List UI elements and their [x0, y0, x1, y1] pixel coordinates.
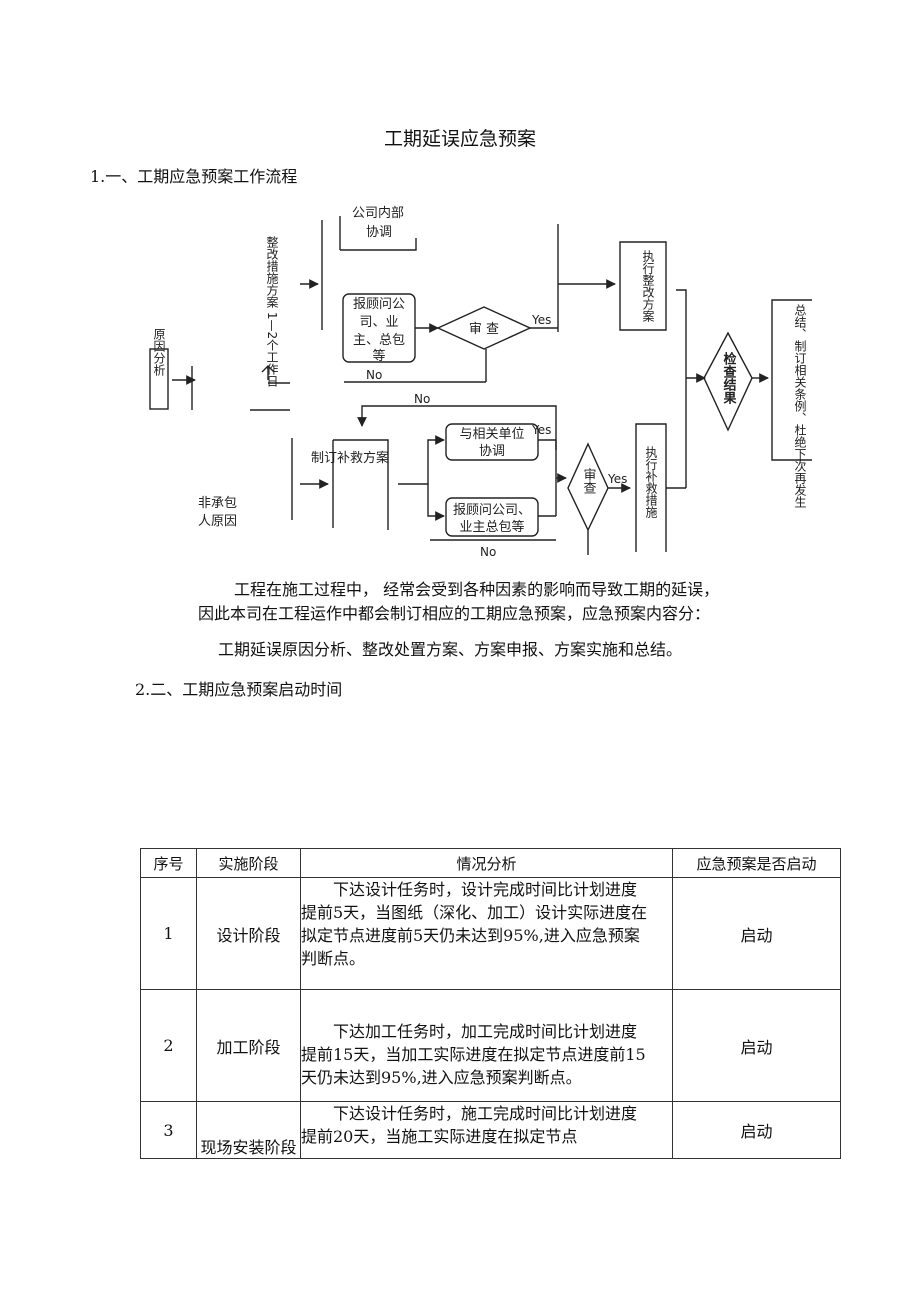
- analysis-line: 下达加工任务时，加工完成时间比计划进度: [333, 1022, 638, 1041]
- analysis-line: 下达设计任务时，施工完成时间比计划进度: [333, 1104, 638, 1123]
- row-stage: 现场安装阶段: [196, 1101, 301, 1159]
- analysis-line: 提前5天，当图纸（深化、加工）设计实际进度在: [301, 903, 648, 922]
- arrow-to-coord-units: [398, 435, 445, 485]
- header-stage: 实施阶段: [196, 848, 301, 878]
- row-stage: 加工阶段: [196, 989, 301, 1102]
- coord-units-box: [445, 423, 539, 461]
- review-bottom-label: 审查: [581, 468, 597, 494]
- table-row: 2 加工阶段 下达加工任务时，加工完成时间比计划进度 提前15天，当加工实际进度…: [140, 989, 841, 1102]
- row-analysis: 下达设计任务时，施工完成时间比计划进度 提前20天，当施工实际进度在拟定节点: [300, 1101, 673, 1159]
- row-num: 1: [140, 877, 197, 990]
- flowchart: 原因分析 整改措施方案 1—2个工作日 公司内部 协调 报顾问公 司、业 主、总…: [149, 205, 812, 559]
- report-top-label-4: 等: [372, 348, 385, 364]
- coord-units-label-1: 与相关单位: [459, 427, 524, 442]
- section-heading-1: 1.一、工期应急预案工作流程: [90, 167, 298, 186]
- row-start: 启动: [672, 989, 841, 1102]
- review-top-label: 审 查: [469, 322, 499, 337]
- analysis-line: 天仍未达到95%,进入应急预案判断点。: [301, 1068, 582, 1087]
- check-result-label: 检查结果: [721, 351, 738, 405]
- execute-rectify-box: [619, 241, 667, 331]
- analysis-line: 判断点。: [301, 949, 366, 968]
- analysis-line: 提前20天，当施工实际进度在拟定节点: [301, 1127, 578, 1146]
- header-analysis: 情况分析: [300, 848, 673, 878]
- start-time-table: 序号 实施阶段 情况分析 应急预案是否启动 1 设计阶段 下达设计任务时，设计完…: [140, 848, 841, 1159]
- row-start: 启动: [672, 1101, 841, 1159]
- analysis-line: 拟定节点进度前5天仍未达到95%,进入应急预案: [301, 926, 640, 945]
- intro-line-2: 因此本司在工程运作中都会制订相应的工期应急预案，应急预案内容分：: [198, 604, 711, 623]
- execute-remedy-label: 执行补救措施: [644, 446, 658, 518]
- report-box-bottom: [445, 497, 539, 537]
- section-heading-2: 2.二、工期应急预案启动时间: [135, 680, 343, 699]
- page-title: 工期延误应急预案: [383, 128, 536, 150]
- analysis-line: 下达设计任务时，设计完成时间比计划进度: [333, 880, 638, 899]
- yes-bottom-label: Yes: [607, 472, 627, 486]
- remedy-plan-label: 制订补救方案: [311, 450, 389, 466]
- intro-line-3: 工期延误原因分析、整改处置方案、方案申报、方案实施和总结。: [218, 640, 683, 659]
- report-top-label-1: 报顾问公: [353, 297, 405, 312]
- row-stage: 设计阶段: [196, 877, 301, 990]
- no-top-label: No: [366, 368, 382, 382]
- remedy-box: [332, 439, 389, 530]
- header-start: 应急预案是否启动: [672, 848, 841, 878]
- summary-label: 总结、制订相关条例、杜绝下次再发生: [793, 304, 807, 508]
- report-bottom-label-2: 业主总包等: [459, 519, 524, 535]
- yes-mid-label: Yes: [531, 423, 551, 437]
- check-diamond: [703, 331, 753, 432]
- line-no-middle: [361, 405, 557, 450]
- internal-coord-box: [339, 216, 417, 251]
- analysis-line: 提前15天，当加工实际进度在拟定节点进度前15: [301, 1045, 646, 1064]
- table-row: 1 设计阶段 下达设计任务时，设计完成时间比计划进度 提前5天，当图纸（深化、加…: [140, 877, 841, 990]
- no-bottom-label: No: [480, 545, 496, 559]
- table-row: 3 现场安装阶段 下达设计任务时，施工完成时间比计划进度 提前20天，当施工实际…: [140, 1101, 841, 1159]
- row-analysis: 下达加工任务时，加工完成时间比计划进度 提前15天，当加工实际进度在拟定节点进度…: [300, 989, 673, 1102]
- coord-units-label-2: 协调: [479, 444, 505, 459]
- arrow-up-small: [261, 365, 275, 380]
- cause-analysis-label: 原因分析: [152, 328, 166, 377]
- arrow-to-report-bottom: [427, 484, 445, 521]
- report-top-label-3: 主、总包: [353, 333, 405, 348]
- summary-box: [771, 299, 812, 461]
- line-execute-rectify-out: [676, 289, 687, 488]
- report-top-label-2: 司、业: [359, 315, 398, 330]
- no-middle-label: No: [414, 392, 430, 406]
- internal-coord-label-1: 公司内部: [352, 205, 404, 221]
- table-header-row: 序号 实施阶段 情况分析 应急预案是否启动: [140, 848, 841, 878]
- non-contractor-label-2: 人原因: [198, 514, 237, 529]
- row-analysis: 下达设计任务时，设计完成时间比计划进度 提前5天，当图纸（深化、加工）设计实际进…: [300, 877, 673, 990]
- report-bottom-label-1: 报顾问公司、: [453, 503, 531, 518]
- internal-coord-label-2: 协调: [366, 225, 392, 240]
- rectify-plan-label: 整改措施方案 1—2个工作日: [265, 235, 279, 388]
- cause-analysis-box: [149, 348, 169, 410]
- intro-line-1: 工程在施工过程中， 经常会受到各种因素的影响而导致工期的延误，: [234, 580, 720, 599]
- row-num: 3: [140, 1101, 197, 1159]
- execute-rectify-label: 执行整改方案: [641, 250, 655, 322]
- non-contractor-label-1: 非承包: [198, 496, 237, 511]
- row-num: 2: [140, 989, 197, 1102]
- header-num: 序号: [140, 848, 197, 878]
- yes-top-label: Yes: [531, 313, 551, 327]
- row-start: 启动: [672, 877, 841, 990]
